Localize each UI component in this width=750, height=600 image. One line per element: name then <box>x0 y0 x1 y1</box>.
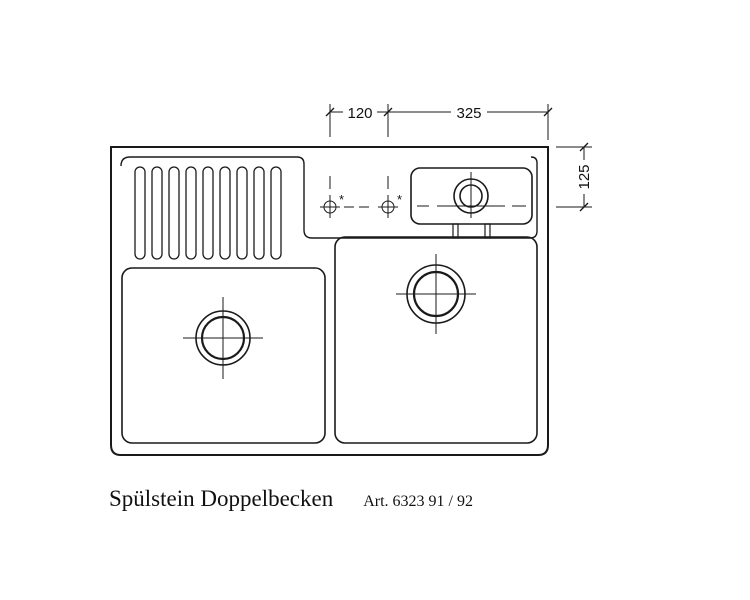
drainer-ribs <box>134 166 282 260</box>
drainer-rib <box>202 166 214 260</box>
tap-hole-1 <box>320 176 340 218</box>
drainer-rib <box>219 166 231 260</box>
drainer-rib <box>270 166 282 260</box>
caption-title: Spülstein Doppelbecken <box>109 486 334 511</box>
tap-hole-2-marker: * <box>397 192 402 207</box>
right-basin <box>334 236 538 444</box>
caption-article-number: Art. 6323 91 / 92 <box>363 493 473 510</box>
dimension-top <box>325 104 553 140</box>
drainer-rib <box>151 166 163 260</box>
overflow-box <box>410 167 533 239</box>
drainer-rib <box>168 166 180 260</box>
right-drain <box>396 254 476 334</box>
left-drain <box>183 297 263 379</box>
drainer-rib <box>134 166 146 260</box>
dimension-side <box>556 142 592 212</box>
tick-mid <box>383 107 393 117</box>
overflow-connector-left <box>452 223 459 239</box>
caption: Spülstein Doppelbecken Art. 6323 91 / 92 <box>109 486 473 512</box>
drainer-rib <box>185 166 197 260</box>
sink-outer-outline <box>110 146 549 456</box>
tick-left <box>325 107 335 117</box>
drainer-rib <box>253 166 265 260</box>
dimension-label-325: 325 <box>456 105 481 122</box>
tick-right <box>543 107 553 117</box>
tap-hole-1-marker: * <box>339 192 344 207</box>
tick-side-top <box>579 142 589 152</box>
overflow-connector-right <box>484 223 491 239</box>
sink-deck-outline <box>120 156 538 239</box>
overflow-box-outline <box>410 167 533 225</box>
left-basin <box>121 267 326 444</box>
tick-side-bottom <box>579 202 589 212</box>
dimension-label-125: 125 <box>576 164 593 189</box>
tap-hole-2 <box>378 176 398 218</box>
dimension-label-120: 120 <box>347 105 372 122</box>
drainer-rib <box>236 166 248 260</box>
